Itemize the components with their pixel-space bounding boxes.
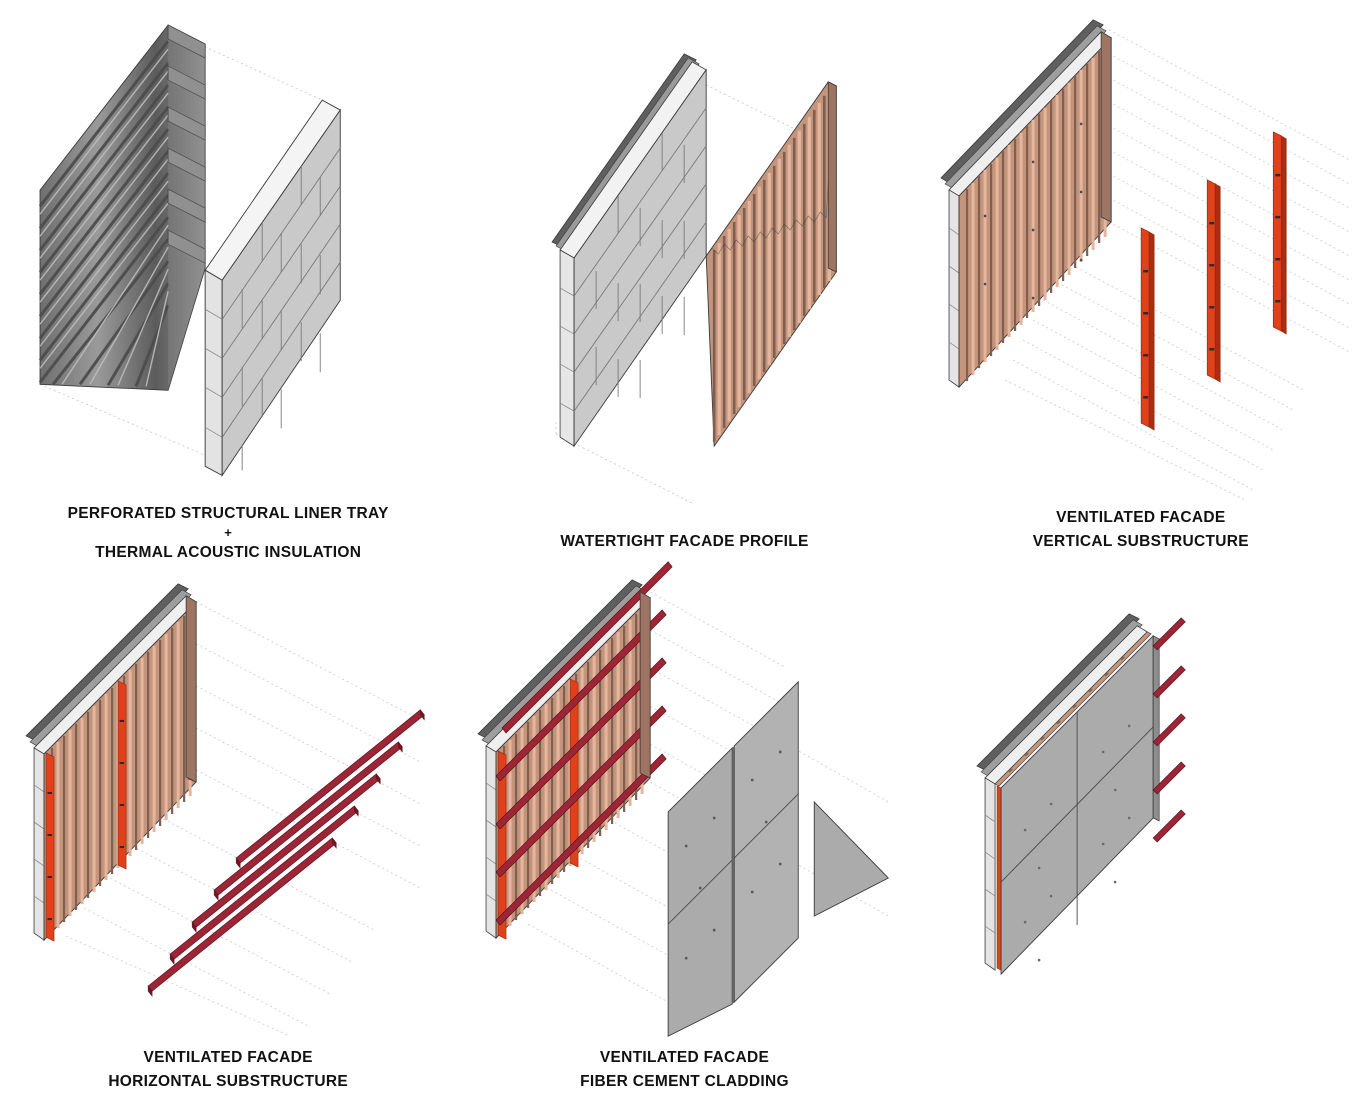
horizontal-substructure-rails xyxy=(147,709,425,997)
panel-vertical-substructure: VENTILATED FACADE VERTICAL SUBSTRUCTURE xyxy=(913,0,1369,560)
cladding-fastener-marks xyxy=(685,750,782,960)
caption-line-2: THERMAL ACOUSTIC INSULATION xyxy=(95,543,362,561)
axon-completed-ventilated-facade xyxy=(976,613,1186,976)
horizontal-rail-end xyxy=(1152,713,1186,747)
caption-line-2: FIBER CEMENT CLADDING xyxy=(580,1072,789,1090)
installed-fiber-cement-cladding xyxy=(1000,634,1160,976)
vertical-rail xyxy=(1272,131,1287,335)
rail-fixing-marks xyxy=(1208,221,1214,351)
panel-watertight-facade-profile: WATERTIGHT FACADE PROFILE xyxy=(456,0,912,560)
insulated-block-wall xyxy=(551,53,708,448)
block-perpend-joints xyxy=(595,132,685,399)
fiber-cement-cladding-panels xyxy=(668,680,890,1037)
wall-edge-block-joints xyxy=(948,227,959,350)
axon-fiber-cement-cladding xyxy=(477,561,890,1037)
horizontal-rail xyxy=(147,837,337,997)
figure-panel-6 xyxy=(913,560,1369,1094)
figure-panel-5 xyxy=(456,560,912,1046)
caption-line-2: VERTICAL SUBSTRUCTURE xyxy=(1032,532,1249,550)
profile-ribs xyxy=(1008,656,1125,773)
panel-horizontal-substructure: VENTILATED FACADE HORIZONTAL SUBSTRUCTUR… xyxy=(0,560,456,1100)
corrugation-highlights xyxy=(39,48,169,387)
panel-fiber-cement-cladding: VENTILATED FACADE FIBER CEMENT CLADDING xyxy=(456,560,912,1100)
horizontal-rail xyxy=(191,773,381,933)
vertical-rail xyxy=(117,680,127,870)
wall-edge-block-joints xyxy=(33,784,45,904)
wall-with-vertical-substructure xyxy=(25,583,197,942)
figure-panel-1 xyxy=(0,0,456,500)
watertight-facade-profile xyxy=(706,81,838,448)
axon-liner-tray-and-insulation xyxy=(38,24,341,477)
wall-edge-block-joints xyxy=(560,287,575,412)
axon-watertight-facade-profile xyxy=(551,53,838,505)
projection-lines xyxy=(1004,29,1350,501)
caption-line-1: VENTILATED FACADE xyxy=(599,1048,770,1066)
axon-vertical-substructure xyxy=(940,19,1350,501)
horizontal-rail-end xyxy=(1152,809,1186,843)
horizontal-rail xyxy=(213,741,403,901)
horizontal-rail-end xyxy=(1152,617,1186,651)
wall-edge-block-joints xyxy=(486,782,497,902)
profile-ribs xyxy=(713,88,832,443)
fitted-horizontal-rails xyxy=(495,561,673,926)
cladding-panel-joints xyxy=(1000,711,1154,926)
caption-line-1: VENTILATED FACADE xyxy=(1056,508,1226,526)
cladding-panel-joints xyxy=(668,746,799,1004)
caption-panel-2: WATERTIGHT FACADE PROFILE xyxy=(456,530,912,560)
vertical-substructure-rails xyxy=(1140,131,1287,431)
horizontal-rail-end xyxy=(1152,665,1186,699)
figure-panel-3 xyxy=(913,0,1369,504)
caption-panel-1: PERFORATED STRUCTURAL LINER TRAY + THERM… xyxy=(0,502,456,570)
vertical-rail xyxy=(45,752,55,942)
rail-fixing-marks xyxy=(1274,173,1280,303)
axon-horizontal-substructure xyxy=(25,583,425,1037)
wall-edge-block-joints xyxy=(204,308,223,438)
panel-perforated-liner-tray: PERFORATED STRUCTURAL LINER TRAY + THERM… xyxy=(0,0,456,561)
caption-panel-5: VENTILATED FACADE FIBER CEMENT CLADDING xyxy=(456,1046,912,1100)
assembled-wall-with-facade-profile xyxy=(940,19,1112,389)
wall-layers-edge xyxy=(976,613,1152,972)
caption-panel-6 xyxy=(913,1094,1369,1100)
caption-panel-3: VENTILATED FACADE VERTICAL SUBSTRUCTURE xyxy=(913,506,1369,560)
vertical-rail xyxy=(1140,227,1155,431)
panel-completed-assembly xyxy=(913,560,1369,1100)
horizontal-rail xyxy=(235,709,425,869)
profile-ribs xyxy=(965,44,1107,382)
cladding-panel xyxy=(734,680,800,1004)
caption-line-1: PERFORATED STRUCTURAL LINER TRAY xyxy=(67,505,389,523)
cladding-corner-triangle-panel xyxy=(814,800,890,917)
wall-with-full-substructure xyxy=(477,561,673,940)
caption-line-1: VENTILATED FACADE xyxy=(143,1048,313,1066)
figure-panel-4 xyxy=(0,560,456,1046)
fastener-marks xyxy=(983,122,1083,300)
horizontal-rail-end xyxy=(1152,761,1186,795)
perforated-structural-liner-tray xyxy=(38,24,206,391)
horizontal-rail-ends xyxy=(1152,617,1186,843)
thermal-acoustic-insulation-wall xyxy=(204,99,341,477)
figure-panel-2 xyxy=(456,0,912,528)
caption-plus: + xyxy=(224,525,233,541)
wall-edge-block-joints xyxy=(984,814,995,934)
horizontal-rail xyxy=(169,805,359,965)
caption-panel-4: VENTILATED FACADE HORIZONTAL SUBSTRUCTUR… xyxy=(0,1046,456,1100)
caption-line-2: HORIZONTAL SUBSTRUCTURE xyxy=(108,1072,348,1090)
block-perpend-joints xyxy=(241,166,321,471)
cladding-fastener-marks xyxy=(1023,724,1131,962)
rail-fixing-marks xyxy=(1142,269,1148,399)
tray-rib-ends xyxy=(167,24,206,264)
caption-line-1: WATERTIGHT FACADE PROFILE xyxy=(560,532,809,550)
vertical-rail xyxy=(1206,179,1221,383)
